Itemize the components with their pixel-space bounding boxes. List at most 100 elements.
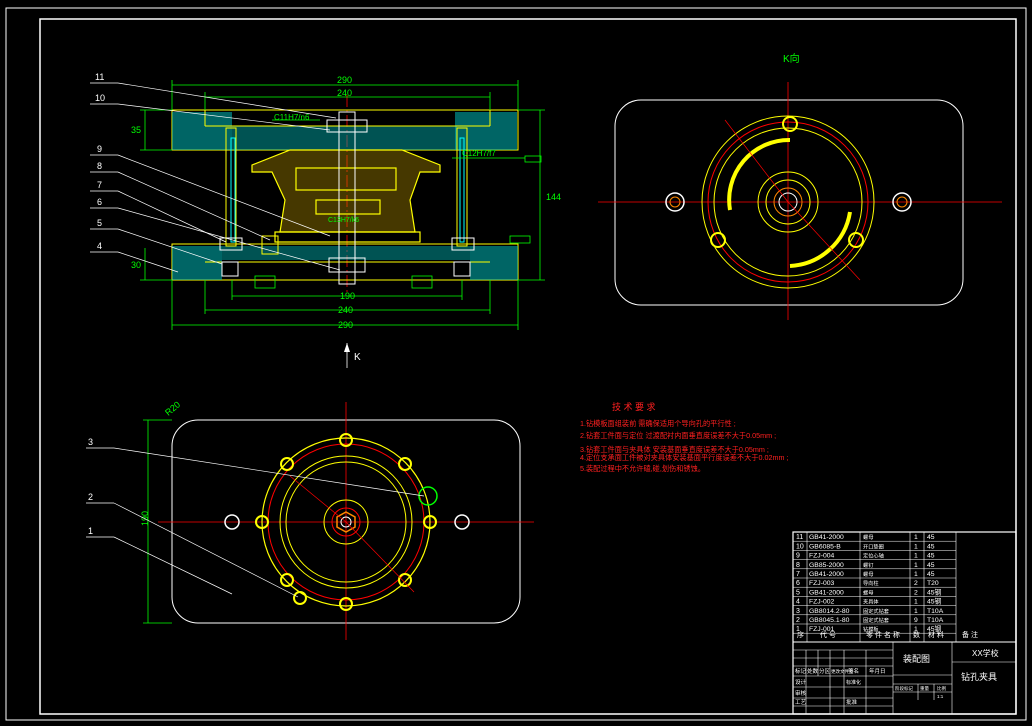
header-no: 序 [797,630,804,639]
parts-row-qty: 2 [914,580,918,587]
leader-6: 6 [97,197,102,207]
parts-row-name: 螺母 [863,570,873,578]
parts-row-code: FZJ-003 [809,580,835,587]
parts-row-name: 钻模板 [863,625,879,633]
parts-row-name: 固定式钻套 [863,607,890,615]
parts-row-material: 45钢 [927,624,942,633]
fit-c12: C12H7/f7 [462,149,496,158]
parts-header: 序 代 号 零 件 名 称 数 材 料 备 注 [797,630,978,639]
parts-row-qty: 1 [914,608,918,615]
k-view-label: K向 [783,52,800,65]
parts-row-code: FZJ-004 [809,553,835,560]
parts-row-name: 固定式钻套 [863,616,890,624]
note-line-3: 3.钻套工件面与夹具体 安装基面垂直度误差不大于0.05mm ; [580,445,769,454]
parts-row-qty: 1 [914,626,918,633]
parts-row-name: 夹具体 [863,598,879,606]
parts-row-qty: 1 [914,562,918,569]
school-name: XX学校 [972,648,999,658]
leader-9: 9 [97,144,102,154]
parts-row-code: GB85-2000 [809,562,844,569]
parts-row-name: 螺钉 [863,561,873,569]
parts-row-code: GB6085-B [809,543,841,550]
header-qty: 数 [913,630,920,639]
parts-row-material: T20 [927,580,939,587]
title-block: XX学校 装配图 钻孔夹具 标记 处数 分区 更改文件号 签名 年月日 设计 标… [793,642,1016,714]
note-line-5: 5.装配过程中不允许磕,碰,划伤和锈蚀。 [580,464,705,473]
tb-sign: 签名 [848,667,859,675]
notes-title: 技 术 要 求 [612,401,656,412]
parts-row-material: 45 [927,562,935,569]
leader-5: 5 [97,218,102,228]
dims-bottom [171,119,542,330]
k-view: K向 [598,52,1002,320]
parts-row-qty: 1 [914,534,918,541]
parts-row-qty: 2 [914,589,918,596]
parts-row-name: 螺母 [863,533,873,541]
parts-row-qty: 9 [914,617,918,624]
tb-standard: 标准化 [846,679,861,686]
fit-mid: C13H7/k6 [328,217,359,224]
leader-4: 4 [97,241,102,251]
parts-row-no: 6 [796,580,800,587]
parts-row-code: GB41-2000 [809,571,844,578]
parts-row-code: FZJ-002 [809,599,835,606]
parts-row-material: 45 [927,543,935,550]
parts-row-no: 9 [796,553,800,560]
parts-row-no: 2 [796,617,800,624]
parts-row-material: 45钢 [927,597,942,606]
header-material: 材 料 [928,630,944,639]
parts-row-code: FZJ-001 [809,626,835,633]
dim-left-30: 30 [131,260,141,270]
leader-2: 2 [88,492,93,502]
dim-left-35: 35 [131,125,141,135]
central-shaft [326,111,368,285]
inner-frame [39,18,1017,715]
parts-row-no: 4 [796,599,800,606]
dim-right-144: 144 [546,192,561,202]
parts-row-code: GB8014.2-80 [809,608,850,615]
dim-bottom-240: 240 [338,305,353,315]
k-arrow-label: K [354,352,361,363]
parts-row-code: GB8045.1-80 [809,617,850,624]
dim-top-inner: 240 [337,88,352,98]
parts-row-code: GB41-2000 [809,589,844,596]
note-line-4: 4.定位支承面工件被对夹具体安装基面平行度误差不大于0.02mm ; [580,453,788,462]
note-line-1: 1.钻模板面组装前 需确保适用个导向孔的平行性 ; [580,419,736,428]
leader-7: 7 [97,180,102,190]
dim-bottom-290: 290 [338,320,353,330]
tb-date: 年月日 [869,667,886,675]
header-name: 零 件 名 称 [866,630,900,639]
dim-top-outer: 290 [337,75,352,85]
header-code: 代 号 [820,630,836,639]
parts-row-material: 45钢 [927,587,942,596]
drawing-type: 装配图 [903,653,930,664]
parts-row-name: 开口垫圈 [863,542,884,550]
parts-row-material: 45 [927,553,935,560]
tb-weight: 重量 [920,685,929,692]
parts-row-material: 45 [927,534,935,541]
tb-scale: 比例 [937,685,946,692]
leader-8: 8 [97,161,102,171]
guide-pillars [225,127,468,247]
technical-notes: 技 术 要 求 1.钻模板面组装前 需确保适用个导向孔的平行性 ; 2.钻套工件… [580,401,788,473]
tb-change: 更改文件号 [831,668,854,675]
parts-row-material: T10A [927,608,944,615]
header-remark: 备 注 [962,630,978,639]
tb-count: 处数 [807,667,819,675]
parts-row-no: 7 [796,571,800,578]
tb-review: 审核 [795,689,807,697]
tb-scale-value: 1:1 [937,694,944,699]
parts-row-name: 螺母 [863,588,873,596]
parts-row-no: 5 [796,589,800,596]
parts-row-qty: 1 [914,553,918,560]
bottom-plate [171,243,519,281]
parts-row-no: 1 [796,626,800,633]
parts-row-material: T10A [927,617,944,624]
tb-design: 设计 [795,678,807,686]
leader-1: 1 [88,526,93,536]
tb-marks: 标记 [795,667,807,675]
parts-row-no: 8 [796,562,800,569]
drawing-name: 钻孔夹具 [961,671,997,682]
parts-row-no: 11 [796,534,803,541]
